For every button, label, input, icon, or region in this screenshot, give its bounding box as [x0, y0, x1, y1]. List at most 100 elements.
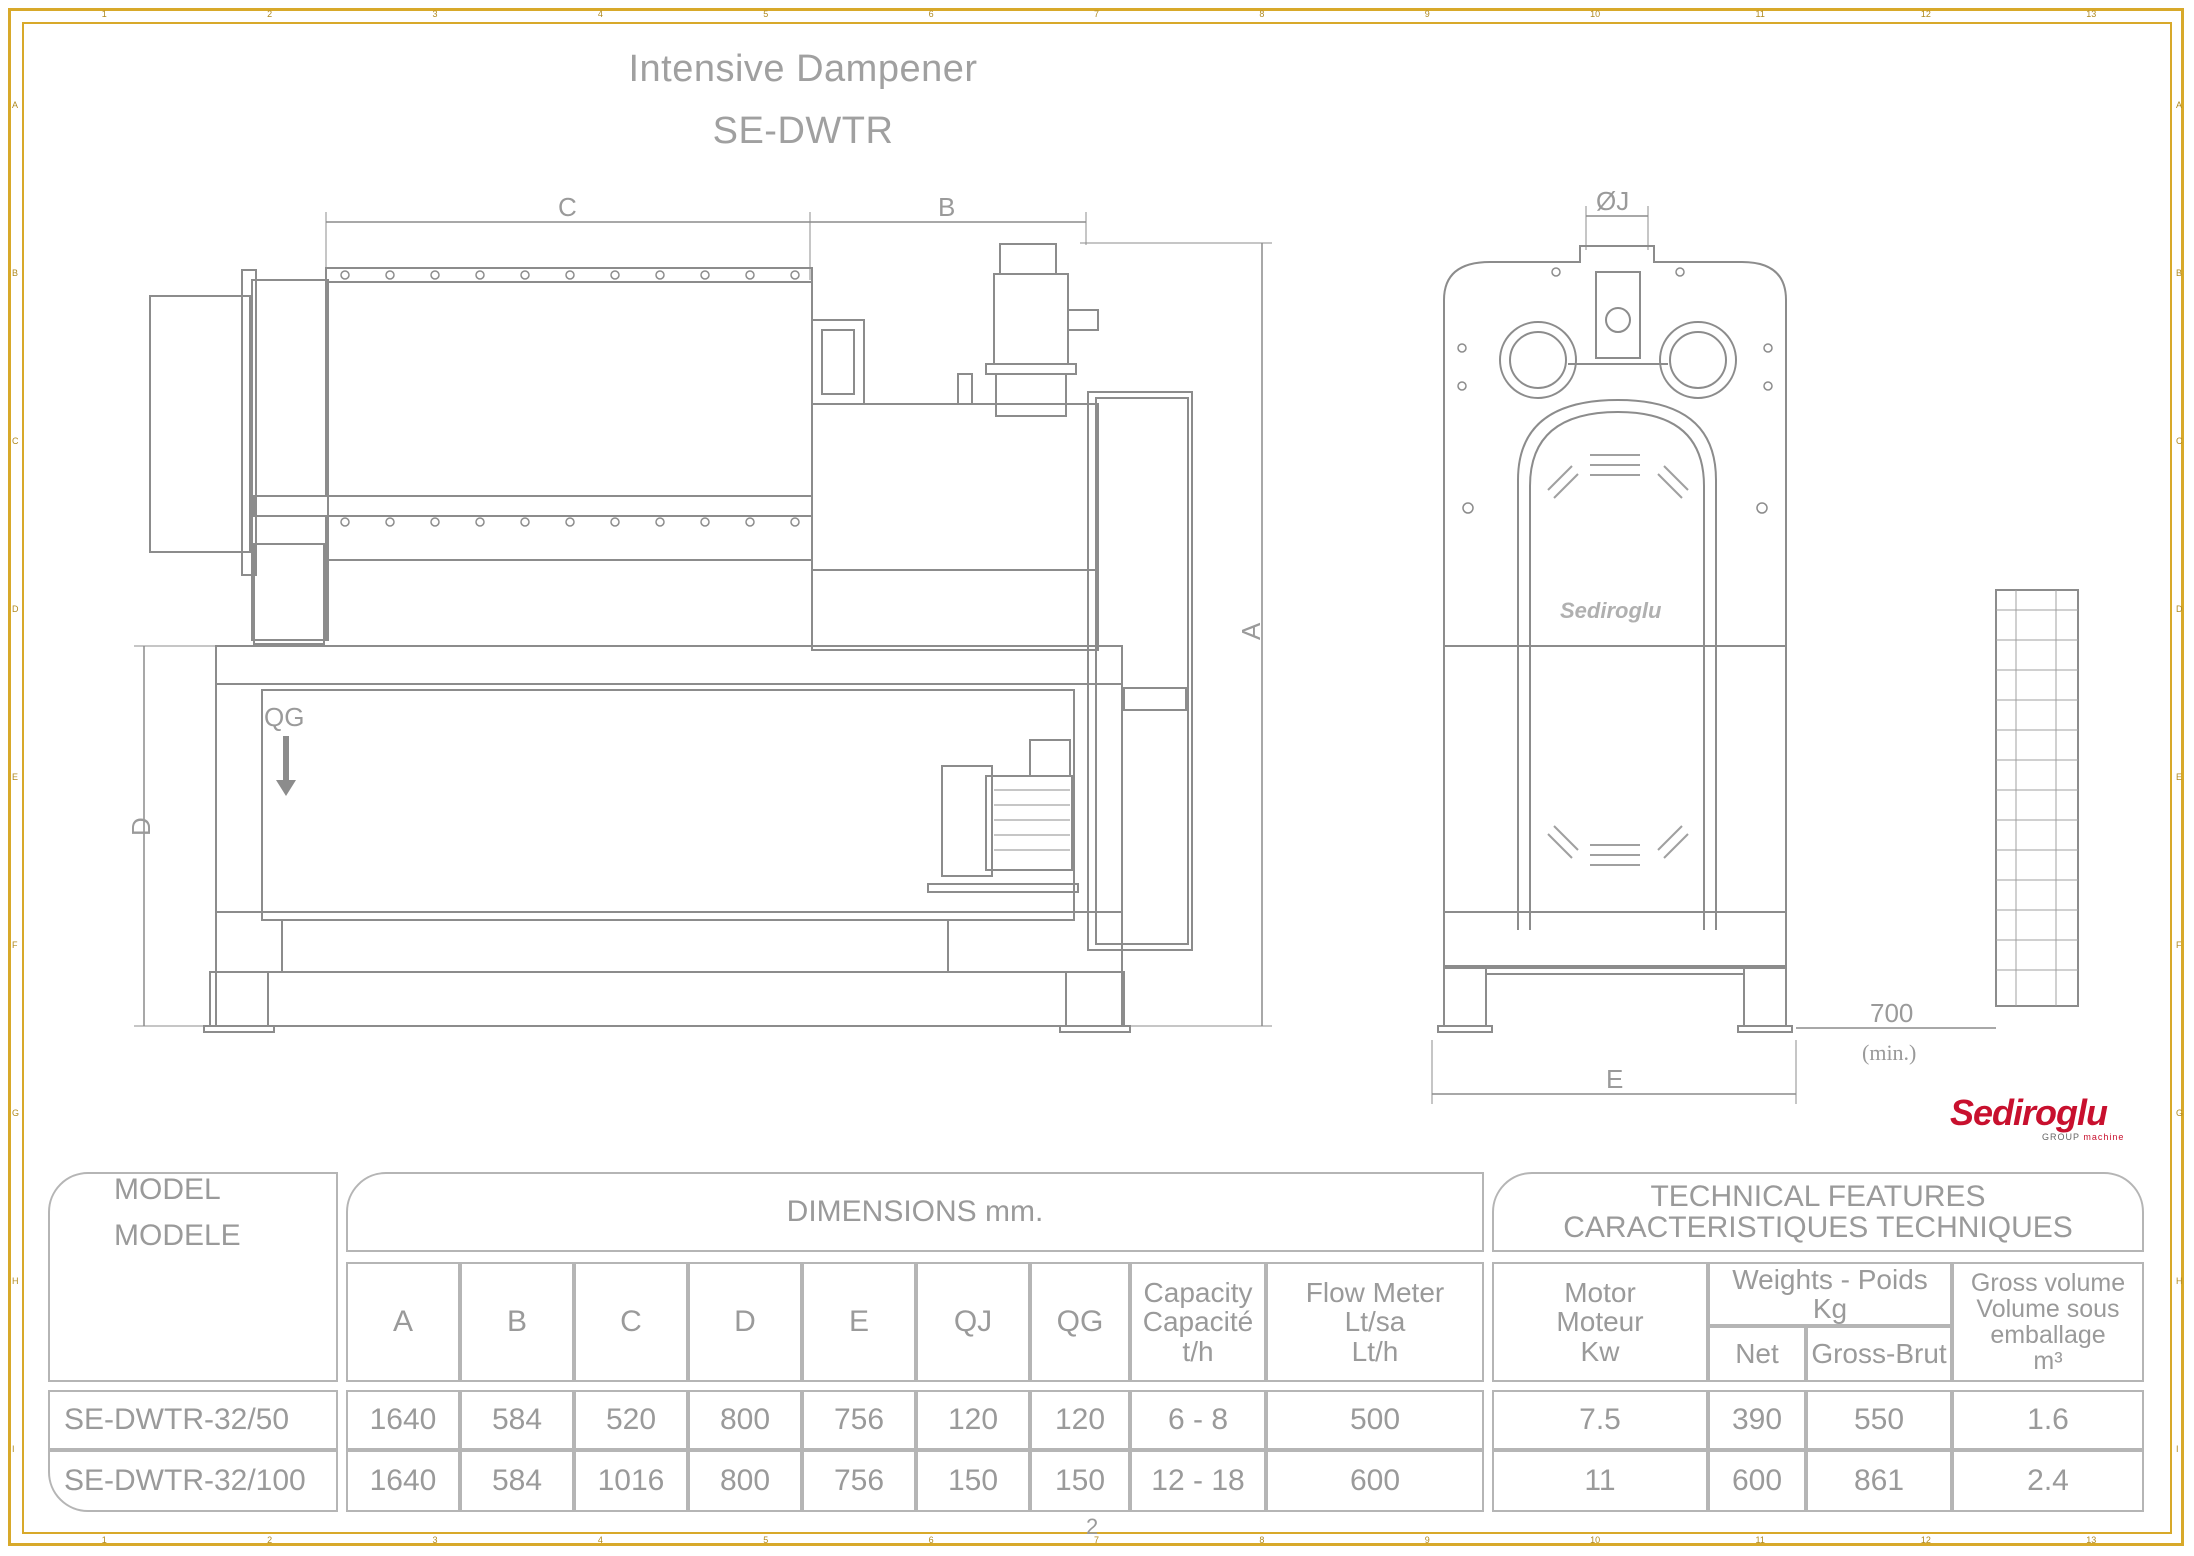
- dim-d-label: D: [126, 817, 156, 836]
- ruler-left-mark: D: [12, 604, 19, 614]
- row2-model: SE-DWTR-32/100: [48, 1450, 338, 1512]
- technical-header: TECHNICAL FEATURES CARACTERISTIQUES TECH…: [1492, 1172, 2144, 1252]
- row2-gross: 861: [1806, 1450, 1952, 1512]
- col-net: Net: [1708, 1326, 1806, 1382]
- ruler-top-mark: 6: [928, 9, 934, 19]
- ruler-right-mark: I: [2176, 1444, 2179, 1454]
- col-weights: Weights - Poids Kg: [1708, 1262, 1952, 1326]
- technical-header-en: TECHNICAL FEATURES: [1650, 1179, 1986, 1213]
- ruler-bottom-mark: 13: [2086, 1535, 2097, 1545]
- row1-qj: 120: [916, 1390, 1030, 1450]
- dim-e-label: E: [1606, 1064, 1623, 1094]
- row1-qg: 120: [1030, 1390, 1130, 1450]
- row2-motor: 11: [1492, 1450, 1708, 1512]
- ruler-right-mark: H: [2176, 1276, 2183, 1286]
- ruler-right-mark: C: [2176, 436, 2183, 446]
- row1-motor: 7.5: [1492, 1390, 1708, 1450]
- row1-c: 520: [574, 1390, 688, 1450]
- volume-header-fr1: Volume sous: [1976, 1294, 2120, 1323]
- row2-e: 756: [802, 1450, 916, 1512]
- motor-header-unit: Kw: [1580, 1335, 1620, 1367]
- dim-qj-label: ØJ: [1596, 186, 1629, 216]
- col-b: B: [460, 1262, 574, 1382]
- ruler-left-mark: B: [12, 268, 19, 278]
- motor-header-fr: Moteur: [1556, 1306, 1644, 1338]
- col-a: A: [346, 1262, 460, 1382]
- row1-a: 1640: [346, 1390, 460, 1450]
- ruler-right-mark: F: [2176, 940, 2182, 950]
- model-header: MODEL MODELE: [48, 1172, 338, 1382]
- ruler-top-mark: 7: [1094, 9, 1100, 19]
- row2-c: 1016: [574, 1450, 688, 1512]
- row1-gross: 550: [1806, 1390, 1952, 1450]
- row1-d: 800: [688, 1390, 802, 1450]
- ruler-left-mark: H: [12, 1276, 19, 1286]
- capacity-header-unit: t/h: [1182, 1335, 1214, 1367]
- ruler-top-mark: 10: [1590, 9, 1601, 19]
- col-volume: Gross volume Volume sous emballage m³: [1952, 1262, 2144, 1382]
- ruler-bottom-mark: 5: [763, 1535, 769, 1545]
- ruler-top-mark: 3: [432, 9, 438, 19]
- ruler-bottom-mark: 1: [101, 1535, 107, 1545]
- brand-name: Sediroglu: [1950, 1092, 2108, 1133]
- dim-a-label: A: [1236, 622, 1266, 640]
- ruler-right-mark: D: [2176, 604, 2183, 614]
- clearance-note: (min.): [1862, 1040, 1916, 1065]
- dim-qg-label: QG: [264, 702, 304, 732]
- row1-flow: 500: [1266, 1390, 1484, 1450]
- ruler-right-mark: G: [2176, 1108, 2184, 1118]
- drawing-logo: Sediroglu: [1560, 598, 1662, 623]
- ruler-bottom-mark: 2: [267, 1535, 273, 1545]
- brand-tagline: GROUP machine: [2042, 1132, 2124, 1142]
- col-d: D: [688, 1262, 802, 1382]
- drawing-title: Intensive Dampener: [628, 48, 978, 90]
- ruler-bottom-mark: 12: [1920, 1535, 1931, 1545]
- ruler-bottom-mark: 4: [597, 1535, 603, 1545]
- capacity-header-fr: Capacité: [1142, 1306, 1254, 1338]
- ruler-left-mark: E: [12, 772, 19, 782]
- col-c: C: [574, 1262, 688, 1382]
- col-qj: QJ: [916, 1262, 1030, 1382]
- row1-capacity: 6 - 8: [1130, 1390, 1266, 1450]
- ruler-left-mark: I: [12, 1444, 15, 1454]
- ruler-right-mark: A: [2176, 100, 2183, 110]
- sheet-border-outer: [8, 8, 2184, 1546]
- technical-header-fr: CARACTERISTIQUES TECHNIQUES: [1563, 1211, 2073, 1244]
- col-capacity: Capacity Capacité t/h: [1130, 1262, 1266, 1382]
- brand-sub-machine: machine: [2083, 1132, 2125, 1142]
- ruler-top-mark: 5: [763, 9, 769, 19]
- drawing-subtitle: SE-DWTR: [712, 110, 894, 152]
- col-qg: QG: [1030, 1262, 1130, 1382]
- ruler-top-mark: 11: [1755, 9, 1765, 19]
- ruler-left-mark: A: [12, 100, 19, 110]
- brand-logo: Sediroglu GROUP machine: [1950, 1092, 2140, 1142]
- row1-e: 756: [802, 1390, 916, 1450]
- ruler-left-mark: G: [12, 1108, 20, 1118]
- dimensions-header: DIMENSIONS mm.: [346, 1172, 1484, 1252]
- row2-b: 584: [460, 1450, 574, 1512]
- ruler-bottom-mark: 3: [432, 1535, 438, 1545]
- ruler-bottom-mark: 7: [1094, 1535, 1100, 1545]
- model-header-fr: MODELE: [114, 1218, 241, 1252]
- brand-sub-group: GROUP: [2042, 1132, 2080, 1142]
- flow-header-title: Flow Meter: [1305, 1276, 1445, 1308]
- volume-header-en: Gross volume: [1970, 1268, 2126, 1297]
- ruler-top-mark: 13: [2086, 9, 2097, 19]
- model-header-en: MODEL: [114, 1173, 221, 1206]
- ruler-bottom-mark: 6: [928, 1535, 934, 1545]
- flow-header-unit-sa: Lt/sa: [1344, 1306, 1406, 1338]
- motor-header-en: Motor: [1564, 1276, 1636, 1308]
- ruler-bottom-mark: 9: [1424, 1535, 1430, 1545]
- row2-volume: 2.4: [1952, 1450, 2144, 1512]
- ruler-left-mark: C: [12, 436, 19, 446]
- row2-flow: 600: [1266, 1450, 1484, 1512]
- flow-header-unit-h: Lt/h: [1351, 1335, 1399, 1367]
- row2-capacity: 12 - 18: [1130, 1450, 1266, 1512]
- ruler-bottom-mark: 11: [1755, 1535, 1765, 1545]
- side-view: C B A D: [126, 192, 1272, 1033]
- capacity-header-en: Capacity: [1143, 1276, 1253, 1308]
- ruler-top-mark: 12: [1920, 9, 1931, 19]
- col-motor: Motor Moteur Kw: [1492, 1262, 1708, 1382]
- row2-d: 800: [688, 1450, 802, 1512]
- ruler-top-mark: 4: [597, 9, 603, 19]
